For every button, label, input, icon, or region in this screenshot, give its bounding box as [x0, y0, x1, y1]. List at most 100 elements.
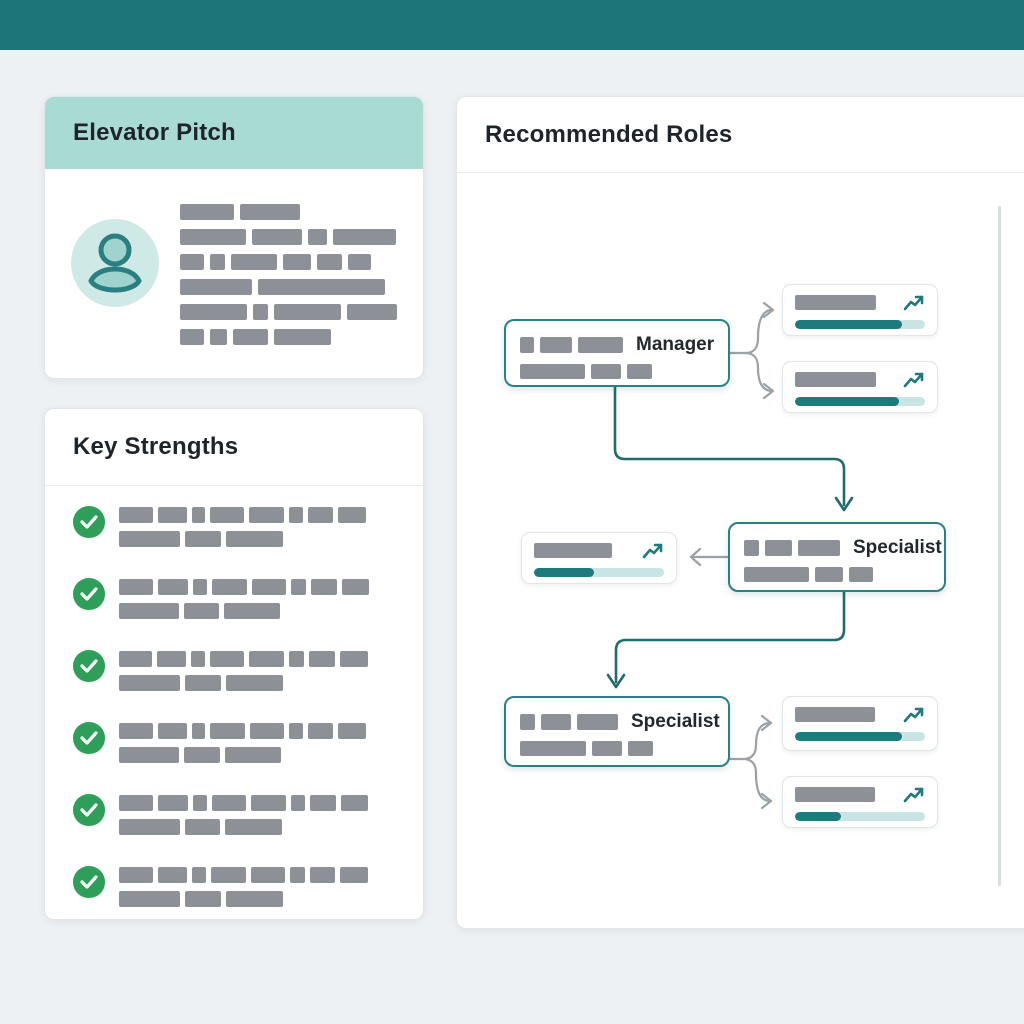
role-card-bottom-1[interactable]: [782, 696, 938, 751]
text-placeholder-bar: [340, 651, 368, 667]
text-placeholder-row: [520, 337, 623, 353]
role-card-top-2[interactable]: [782, 361, 938, 413]
text-placeholder-bar: [224, 603, 280, 619]
text-placeholder-bar: [225, 819, 282, 835]
text-placeholder-row: [119, 891, 368, 907]
text-placeholder-bar: [250, 723, 284, 739]
text-placeholder-bar: [252, 579, 286, 595]
progress-bar: [795, 320, 925, 329]
text-placeholder-bar: [274, 304, 341, 320]
key-strengths-header: Key Strengths: [45, 409, 423, 486]
recommended-roles-card: Recommended Roles: [456, 96, 1024, 929]
flow-node-specialist-middle[interactable]: Specialist: [728, 522, 946, 592]
text-placeholder-bar: [157, 651, 186, 667]
text-placeholder-bar: [185, 891, 221, 907]
role-card-bottom-2[interactable]: [782, 776, 938, 828]
text-placeholder-bar: [231, 254, 277, 270]
scrollbar[interactable]: [998, 206, 1001, 886]
text-placeholder-bar: [193, 579, 207, 595]
text-placeholder-bar: [340, 867, 368, 883]
text-placeholder-bar: [185, 531, 221, 547]
text-placeholder-bar: [309, 651, 335, 667]
strength-list-item: [73, 866, 403, 907]
text-placeholder-bar: [119, 747, 179, 763]
text-placeholder-bar: [308, 507, 333, 523]
text-placeholder-bar: [520, 741, 586, 756]
check-circle-icon: [73, 650, 105, 682]
key-strengths-card: Key Strengths: [44, 408, 424, 920]
text-placeholder-row: [744, 567, 930, 582]
text-placeholder-row: [119, 747, 366, 763]
text-placeholder-bar: [520, 714, 535, 730]
flowchart-connectors: [606, 301, 854, 810]
trend-up-icon: [903, 295, 924, 311]
text-placeholder-bar: [212, 795, 246, 811]
text-placeholder-bar: [258, 279, 385, 295]
check-circle-icon: [73, 866, 105, 898]
text-placeholder-bar: [540, 337, 572, 353]
text-placeholder-bar: [180, 254, 204, 270]
text-placeholder-bar: [310, 867, 335, 883]
text-placeholder-bar: [192, 723, 205, 739]
text-placeholder-bar: [342, 579, 369, 595]
text-placeholder-bar: [210, 254, 225, 270]
elevator-pitch-title: Elevator Pitch: [73, 119, 236, 146]
text-placeholder-bar: [226, 675, 283, 691]
trend-up-icon: [903, 372, 924, 388]
text-placeholder-bar: [158, 507, 187, 523]
text-placeholder-bar: [119, 579, 153, 595]
person-icon: [88, 233, 142, 293]
text-placeholder-bar: [185, 819, 220, 835]
text-placeholder-bar: [119, 723, 153, 739]
text-placeholder-row: [520, 714, 618, 730]
progress-fill: [795, 732, 902, 741]
flow-node-manager[interactable]: Manager: [504, 319, 730, 387]
text-placeholder-bar: [765, 540, 792, 556]
text-placeholder-row: [119, 675, 368, 691]
text-placeholder-bar: [744, 567, 809, 582]
branch-up: [743, 308, 773, 355]
arrowhead-right-icon: [760, 792, 773, 810]
strength-list-item: [73, 506, 403, 547]
text-placeholder-bar: [158, 579, 188, 595]
recommended-roles-header: Recommended Roles: [457, 97, 1024, 173]
progress-bar: [795, 732, 925, 741]
text-placeholder-bar: [520, 364, 585, 379]
strength-list-item: [73, 578, 403, 619]
role-card-middle-left[interactable]: [521, 532, 677, 584]
text-placeholder-row: [520, 741, 714, 756]
text-placeholder-bar: [185, 675, 221, 691]
text-placeholder-bar: [338, 723, 366, 739]
text-placeholder-bar: [627, 364, 652, 379]
text-placeholder-bar: [210, 723, 245, 739]
role-card-top-1[interactable]: [782, 284, 938, 336]
text-placeholder-row: [795, 707, 875, 722]
text-placeholder-row: [180, 254, 410, 270]
text-placeholder-bar: [283, 254, 311, 270]
text-placeholder-bar: [628, 741, 653, 756]
elevator-pitch-card: Elevator Pitch: [44, 96, 424, 379]
text-placeholder-bar: [541, 714, 571, 730]
text-placeholder-bar: [192, 507, 205, 523]
text-placeholder-bar: [180, 204, 234, 220]
connector-specialist-to-specialist: [614, 590, 846, 684]
text-placeholder-bar: [158, 795, 188, 811]
text-placeholder-row: [119, 651, 368, 667]
text-placeholder-row: [119, 579, 369, 595]
text-placeholder-bar: [210, 651, 244, 667]
flow-node-specialist-bottom[interactable]: Specialist: [504, 696, 730, 767]
node-label: Specialist: [853, 537, 942, 558]
strength-list-item: [73, 794, 403, 835]
text-placeholder-bar: [289, 723, 303, 739]
trend-up-icon: [642, 543, 663, 559]
branch-down: [743, 351, 773, 393]
text-placeholder-bar: [211, 867, 246, 883]
node-label: Specialist: [631, 711, 720, 732]
progress-fill: [795, 320, 902, 329]
check-circle-icon: [73, 578, 105, 610]
text-placeholder-bar: [226, 531, 283, 547]
text-placeholder-row: [119, 723, 366, 739]
text-placeholder-bar: [744, 540, 759, 556]
text-placeholder-bar: [191, 651, 205, 667]
text-placeholder-bar: [225, 747, 281, 763]
